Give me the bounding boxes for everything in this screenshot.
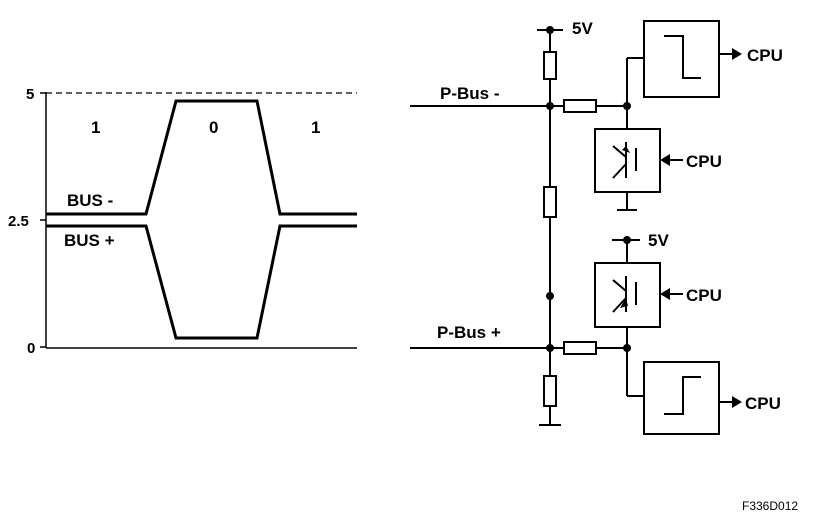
transistor-arrow-top	[622, 146, 630, 153]
falling-edge-symbol	[664, 35, 701, 79]
circuit-diagram	[410, 20, 742, 435]
resistor-series-plus	[563, 341, 597, 355]
resistor-pulldown	[543, 375, 557, 407]
driver-box-top	[594, 128, 661, 193]
arrowhead-3	[660, 288, 670, 300]
bus-plus-trace	[46, 224, 357, 340]
transistor-arrow-bottom	[620, 298, 628, 308]
bus-minus-label: BUS -	[67, 191, 113, 210]
bit-label-1-right: 1	[311, 118, 320, 137]
supply-node-top	[546, 26, 554, 34]
resistor-divider	[543, 186, 557, 218]
tick-label-0: 0	[27, 340, 35, 357]
tick-label-5: 5	[26, 86, 34, 103]
cpu-label-receiver-top: CPU	[747, 46, 783, 65]
supply-label-mid: 5V	[648, 231, 669, 250]
rising-edge-symbol	[664, 376, 701, 415]
receiver-box-bottom	[643, 361, 720, 435]
bit-label-1-left: 1	[91, 118, 100, 137]
arrowhead-2	[660, 154, 670, 166]
cpu-label-driver-bottom: CPU	[686, 286, 722, 305]
receiver-box-top	[643, 20, 720, 98]
cpu-label-driver-top: CPU	[686, 152, 722, 171]
circuit-labels: 5V 5V P-Bus - P-Bus + CPU CPU CPU CPU	[437, 19, 783, 413]
bus-minus-trace	[46, 99, 357, 216]
resistor-series-minus	[563, 99, 597, 113]
cpu-label-receiver-bottom: CPU	[745, 394, 781, 413]
resistor-pullup	[543, 51, 557, 80]
pbus-minus-label: P-Bus -	[440, 84, 500, 103]
bit-label-0: 0	[209, 118, 218, 137]
supply-label-top: 5V	[572, 19, 593, 38]
node-mid	[546, 292, 554, 300]
pbus-plus-label: P-Bus +	[437, 323, 501, 342]
arrowhead-1	[732, 48, 742, 60]
arrowhead-4	[732, 396, 742, 408]
waveform-diagram: 5 2.5 0 1 0 1 BUS - BUS +	[8, 86, 357, 357]
driver-box-bottom	[594, 262, 661, 328]
bus-plus-label: BUS +	[64, 231, 115, 250]
figure-code: F336D012	[742, 499, 798, 513]
tick-label-2-5: 2.5	[8, 213, 29, 230]
